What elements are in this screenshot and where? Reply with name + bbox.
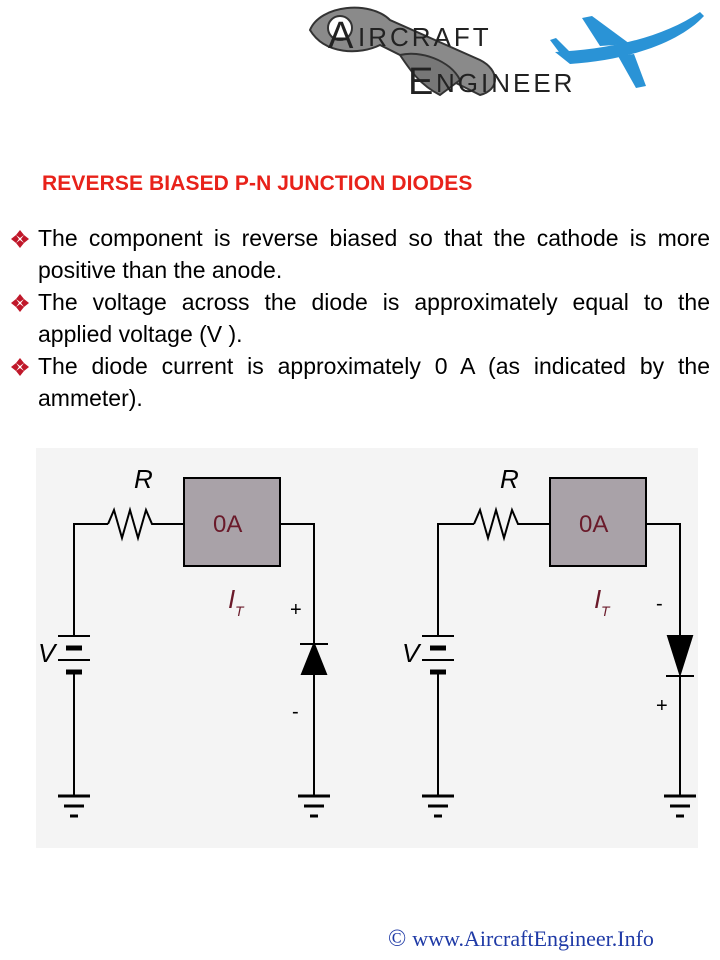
ammeter-reading: 0A bbox=[579, 511, 608, 538]
polarity-top: - bbox=[656, 593, 663, 615]
diode bbox=[300, 641, 328, 675]
polarity-top: + bbox=[290, 599, 302, 621]
ammeter-reading: 0A bbox=[213, 511, 242, 538]
current-subscript: T bbox=[235, 603, 245, 619]
bullet-text: The component is reverse biased so that … bbox=[38, 225, 710, 283]
ground-icon bbox=[298, 794, 330, 818]
source-label: V bbox=[402, 638, 422, 668]
logo-initial-e: E bbox=[408, 61, 433, 100]
airplane-icon bbox=[550, 12, 704, 88]
logo-line2: NGINEER bbox=[436, 68, 575, 98]
footer-url-text: www.AircraftEngineer.Info bbox=[412, 926, 654, 951]
circuit-left bbox=[58, 477, 330, 818]
diode bbox=[666, 635, 694, 678]
current-label: I bbox=[228, 584, 235, 614]
polarity-bottom: - bbox=[292, 701, 299, 723]
logo-line1: IRCRAFT bbox=[358, 22, 492, 52]
page-title: REVERSE BIASED P-N JUNCTION DIODES bbox=[42, 172, 473, 195]
bullet-item: The diode current is approximately 0 A (… bbox=[10, 350, 710, 414]
polarity-bottom: + bbox=[656, 695, 668, 717]
circuit-right bbox=[422, 477, 696, 818]
bullet-text: The diode current is approximately 0 A (… bbox=[38, 353, 710, 411]
current-label: I bbox=[594, 584, 601, 614]
source-label: V bbox=[38, 638, 58, 668]
bullet-item: The component is reverse biased so that … bbox=[10, 222, 710, 286]
ammeter bbox=[549, 477, 647, 567]
ground-icon bbox=[422, 794, 454, 818]
circuit-diagram: R 0A I T V + - R 0A I T V - + bbox=[36, 448, 698, 848]
diamond-bullet-icon bbox=[11, 358, 29, 376]
logo-initial-a: A bbox=[328, 15, 354, 57]
resistor bbox=[473, 506, 550, 542]
ground-icon bbox=[664, 794, 696, 818]
bullet-text: The voltage across the diode is approxim… bbox=[38, 289, 710, 347]
resistor-label: R bbox=[134, 464, 153, 494]
resistor bbox=[107, 506, 184, 542]
bullet-item: The voltage across the diode is approxim… bbox=[10, 286, 710, 350]
resistor-label: R bbox=[500, 464, 519, 494]
ground-icon bbox=[58, 794, 90, 818]
diamond-bullet-icon bbox=[11, 230, 29, 248]
current-subscript: T bbox=[601, 603, 611, 619]
copyright-icon: © bbox=[388, 926, 407, 952]
footer-url[interactable]: ©www.AircraftEngineer.Info bbox=[388, 926, 654, 953]
aircraft-engineer-logo: A IRCRAFT E NGINEER bbox=[308, 6, 704, 100]
ammeter bbox=[183, 477, 281, 567]
diamond-bullet-icon bbox=[11, 294, 29, 312]
bullet-list: The component is reverse biased so that … bbox=[10, 222, 710, 414]
